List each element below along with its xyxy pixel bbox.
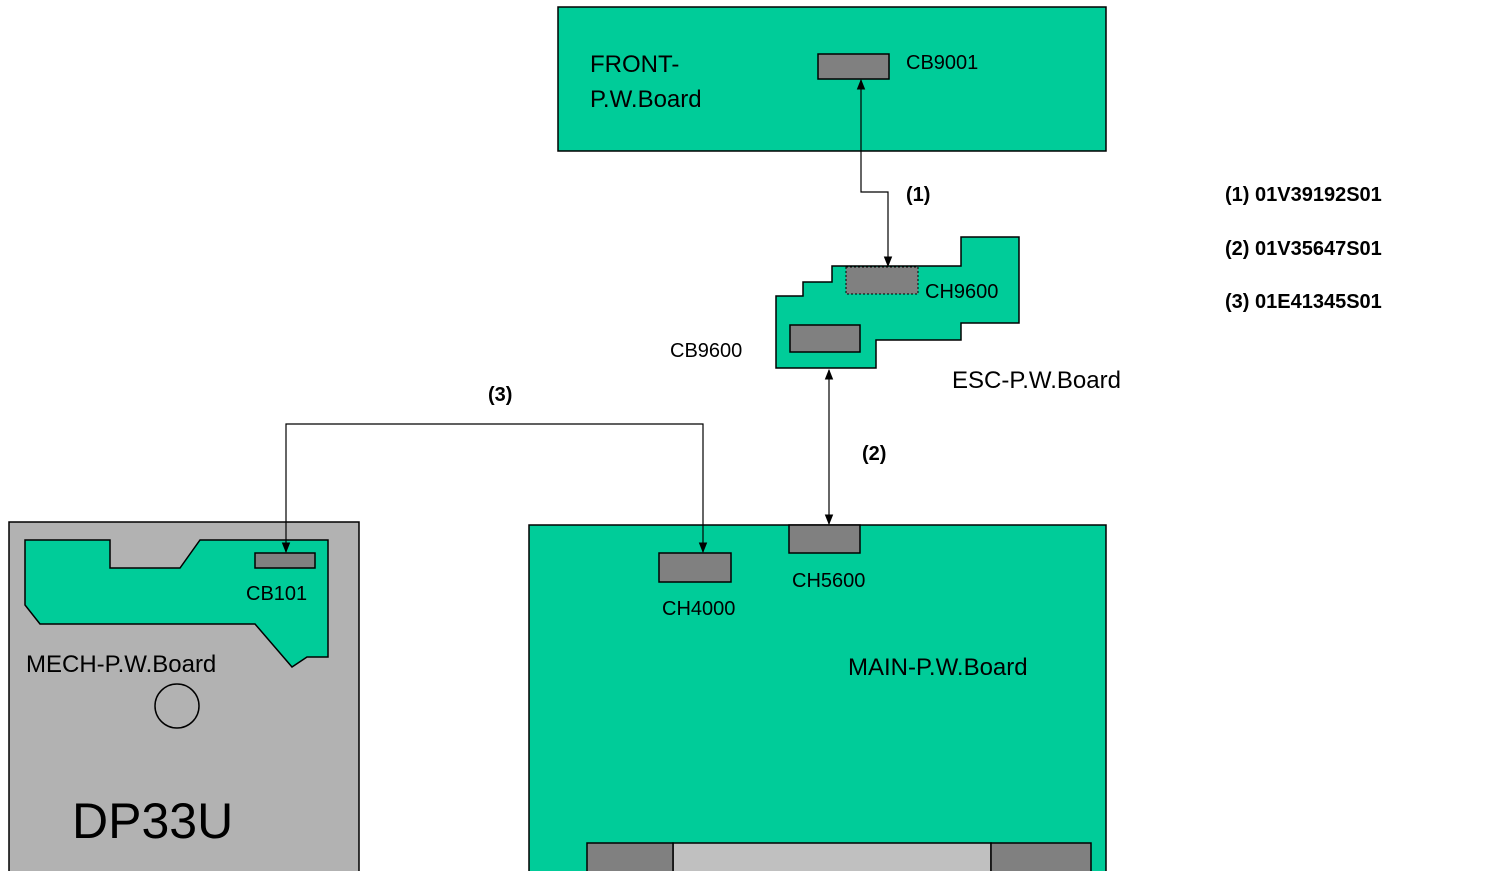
cable-1-line <box>856 78 893 268</box>
front-terminal-left <box>586 842 674 871</box>
ch5600-connector <box>788 524 861 554</box>
front-slot <box>672 842 992 871</box>
legend-item-2: (2) 01V35647S01 <box>1225 238 1382 260</box>
main-board-label: MAIN-P.W.Board <box>848 654 1028 681</box>
spindle-circle <box>154 683 200 729</box>
cable-2-label: (2) <box>862 443 886 465</box>
front-terminal-right <box>990 842 1092 871</box>
legend-item-1: (1) 01V39192S01 <box>1225 184 1382 206</box>
mech-board-label: MECH-P.W.Board <box>26 651 216 678</box>
cb9600-label: CB9600 <box>670 340 742 362</box>
ch5600-label: CH5600 <box>792 570 865 592</box>
esc-board-label: ESC-P.W.Board <box>952 367 1121 394</box>
front-board-label-1: FRONT- <box>590 51 679 78</box>
ch4000-label: CH4000 <box>662 598 735 620</box>
ch4000-connector <box>658 552 732 583</box>
legend-item-3: (3) 01E41345S01 <box>1225 291 1382 313</box>
cb9600-connector <box>789 324 861 353</box>
main-board <box>528 524 1107 871</box>
ch9600-label: CH9600 <box>925 281 998 303</box>
ch9600-connector <box>845 266 919 295</box>
cable-3-label: (3) <box>488 384 512 406</box>
cable-3-line <box>281 423 708 554</box>
front-board-label-2: P.W.Board <box>590 86 702 113</box>
cable-1-label: (1) <box>906 184 930 206</box>
cb9001-label: CB9001 <box>906 52 978 74</box>
model-label: DP33U <box>72 793 233 849</box>
mech-board <box>24 539 329 668</box>
cb9001-connector <box>817 53 890 80</box>
cb101-connector <box>254 552 316 569</box>
cb101-label: CB101 <box>246 583 307 605</box>
